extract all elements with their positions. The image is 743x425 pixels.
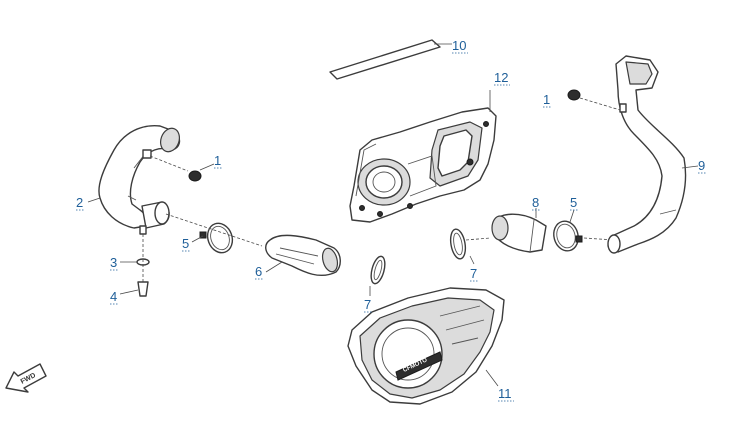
part-9-right-duct — [607, 55, 699, 254]
callout-5-left: 5 — [182, 236, 189, 251]
part-8-right-boot — [491, 208, 547, 253]
part-3-small-clamp — [120, 234, 150, 282]
part-11-outer-cover: CFMOTO — [347, 287, 505, 405]
part-1-bolt-right — [567, 89, 621, 111]
part-2-left-duct — [87, 125, 189, 235]
callout-2: 2 — [76, 195, 83, 210]
callout-8: 8 — [532, 195, 539, 210]
callout-9: 9 — [698, 158, 705, 173]
callout-5-right: 5 — [570, 195, 577, 210]
callout-3: 3 — [110, 255, 117, 270]
callout-1-right: 1 — [543, 92, 550, 107]
part-7-ring-left — [369, 255, 386, 296]
callout-11: 11 — [498, 386, 512, 401]
part-10-foam-strip — [329, 39, 452, 80]
callout-12: 12 — [494, 70, 508, 85]
part-4-drain-plug — [119, 281, 149, 297]
part-7-ring-right — [449, 228, 491, 265]
callout-7-right: 7 — [470, 266, 477, 281]
callout-10: 10 — [452, 38, 466, 53]
fwd-arrow: FWD — [5, 363, 47, 393]
callout-labels: 1 1 2 3 4 5 5 6 7 7 8 9 10 11 12 — [76, 38, 706, 402]
part-5-clamp-left — [191, 222, 234, 254]
callout-6: 6 — [255, 264, 262, 279]
part-6-left-boot — [265, 234, 341, 276]
callout-7-left: 7 — [364, 297, 371, 312]
part-12-inner-cover — [349, 90, 497, 223]
part-5-clamp-right — [553, 209, 583, 252]
callout-1-left: 1 — [214, 153, 221, 168]
callout-4: 4 — [110, 289, 117, 304]
part-1-bolt-left — [188, 163, 215, 182]
